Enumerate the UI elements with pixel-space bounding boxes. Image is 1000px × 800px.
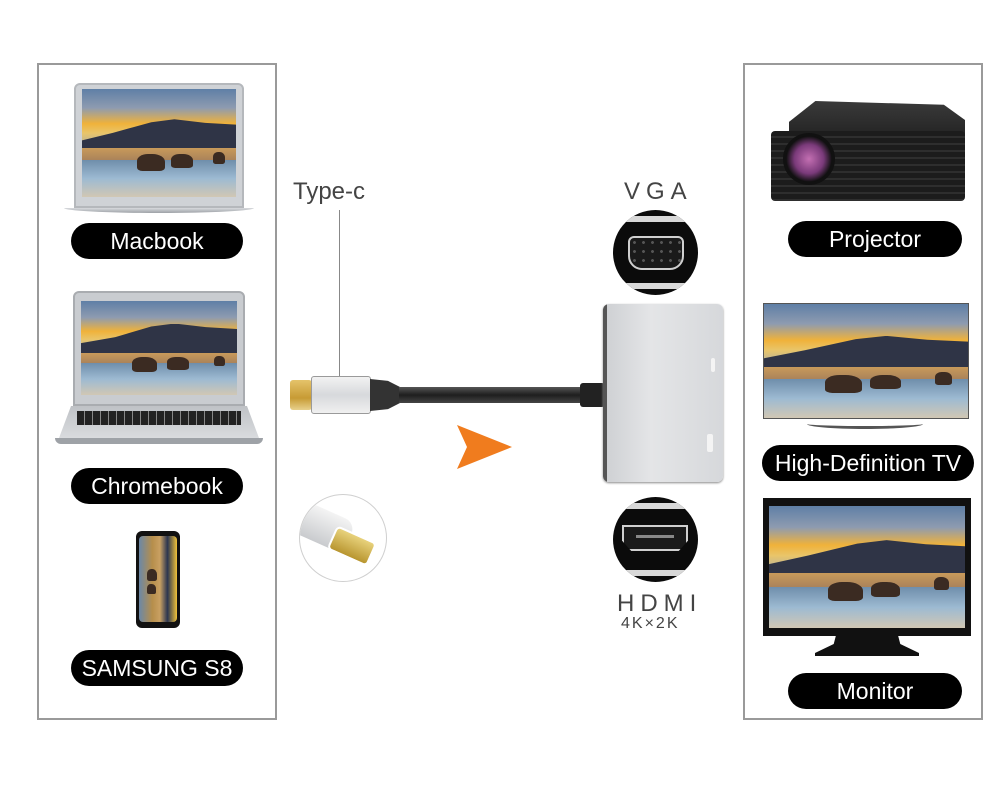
tv-image [763, 303, 969, 433]
chromebook-base-edge [55, 438, 263, 444]
type-c-label: Type-c [293, 178, 366, 205]
hdmi-connector-shape [622, 525, 688, 551]
monitor-screen [769, 506, 965, 628]
macbook-screen [82, 89, 236, 197]
hdmi-resolution-label: 4K×2K [621, 615, 680, 632]
type-c-plug-housing [311, 376, 371, 414]
device-label-projector: Projector [788, 221, 962, 257]
adapter-cable [399, 387, 582, 403]
chromebook-image [51, 291, 267, 446]
projector-image [769, 101, 967, 205]
monitor-image [763, 498, 971, 658]
device-label-chromebook: Chromebook [71, 468, 243, 504]
type-c-connector-tip [290, 380, 312, 410]
output-devices-panel: Projector High-Definition TV Monitor [743, 63, 983, 720]
hdmi-port-circle [613, 497, 698, 582]
cable-strain-relief [370, 379, 400, 411]
adapter-cable-end [580, 383, 605, 407]
vga-label: VGA [624, 178, 693, 205]
device-label-samsung-s8: SAMSUNG S8 [71, 650, 243, 686]
closeup-plug-tip [326, 525, 378, 567]
chromebook-keys [77, 411, 241, 425]
samsung-s8-screen [139, 536, 177, 622]
adapter-vga-slot [711, 358, 715, 372]
vga-connector-shape [628, 236, 684, 270]
device-label-macbook: Macbook [71, 223, 243, 259]
macbook-base [64, 208, 254, 213]
type-c-closeup-circle [299, 494, 387, 582]
source-devices-panel: Macbook Chromebook SAMSUNG S8 [37, 63, 277, 720]
device-label-high-definition-tv: High-Definition TV [762, 445, 974, 481]
vga-port-circle [613, 210, 698, 295]
device-label-monitor: Monitor [788, 673, 962, 709]
adapter-hdmi-slot [707, 434, 713, 452]
projector-lens [783, 133, 835, 185]
samsung-s8-image [136, 531, 180, 628]
hdmi-label: HDMI [617, 590, 703, 617]
macbook-image [64, 83, 254, 213]
adapter-body [603, 304, 723, 482]
arrow-right-icon [457, 425, 512, 469]
tv-stand [807, 419, 923, 429]
tv-screen [763, 303, 969, 419]
type-c-leader-line [339, 210, 340, 378]
chromebook-screen [81, 301, 237, 395]
monitor-stand [815, 636, 919, 656]
